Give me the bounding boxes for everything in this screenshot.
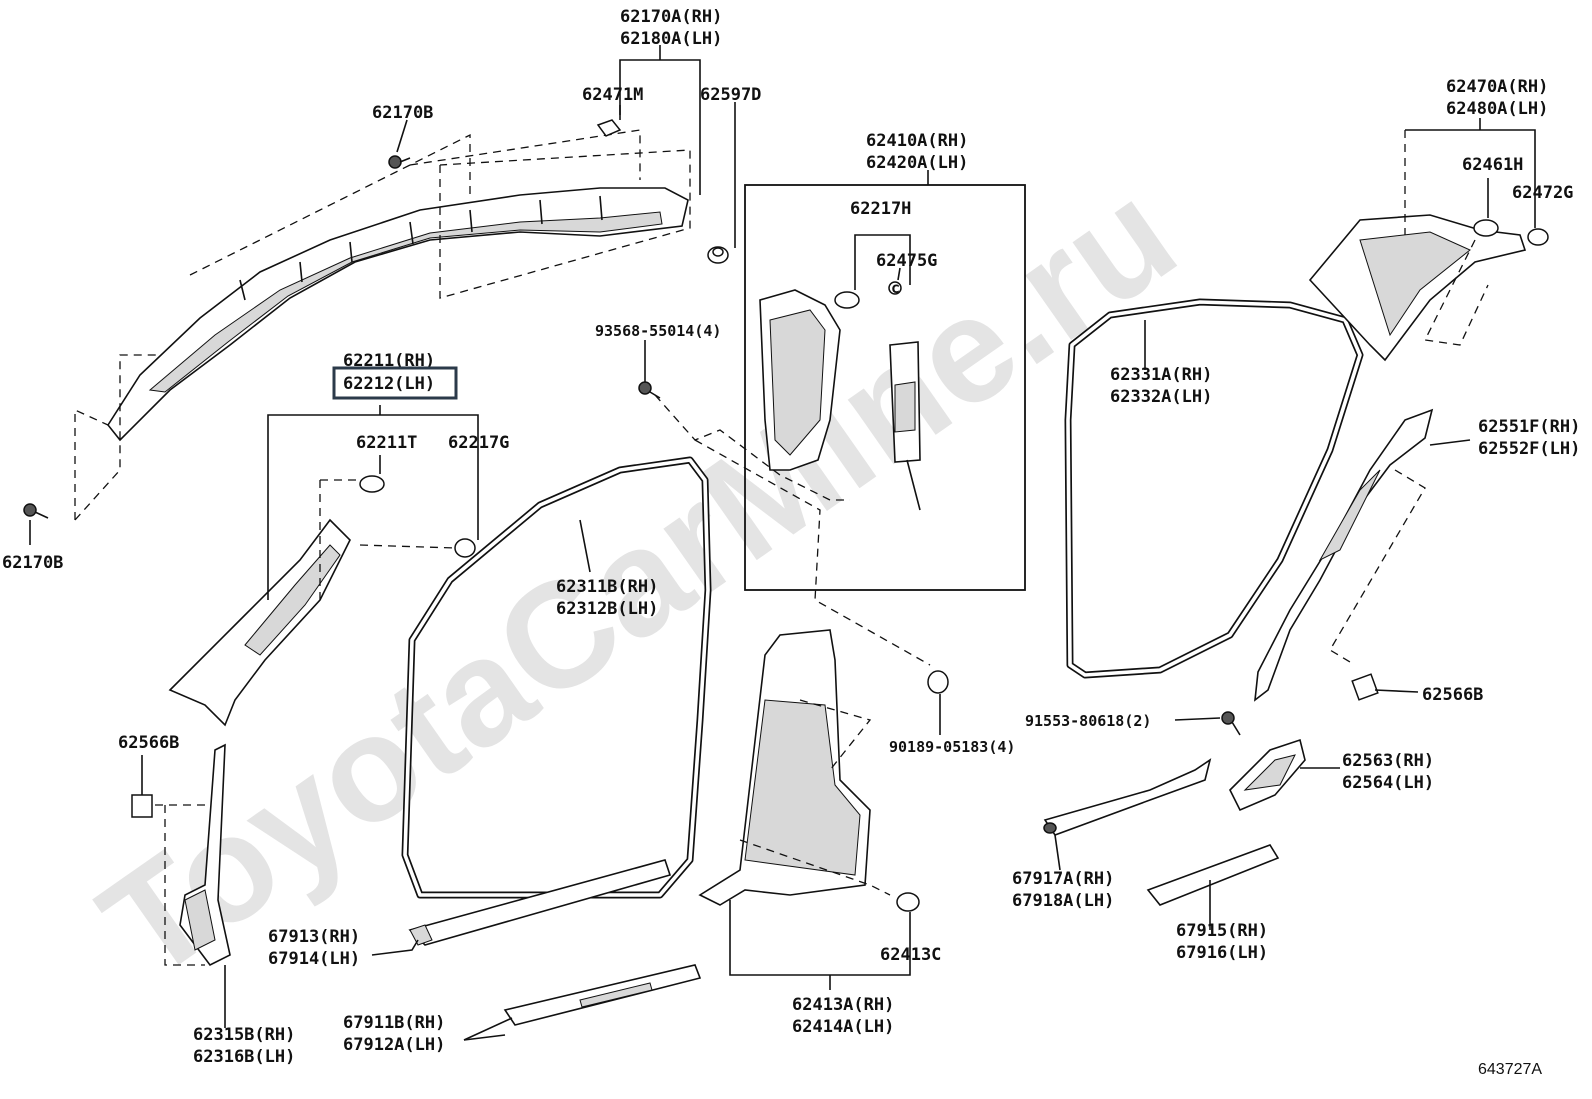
svg-text:c: c xyxy=(891,279,900,297)
label-67913-rh: 67913(RH) xyxy=(268,927,360,947)
front-pillar-garnish[interactable] xyxy=(168,518,351,727)
clip-62566B-left[interactable] xyxy=(131,794,153,818)
label-67915-lh: 67916(LH) xyxy=(1176,943,1268,963)
center-pillar-lower-dashed-guides xyxy=(739,699,891,896)
label-62413A-rh: 62413A(RH) xyxy=(792,995,894,1015)
label-62217G: 62217G xyxy=(448,433,509,453)
label-62551F-rh: 62551F(RH) xyxy=(1478,417,1580,437)
clip-62566B-right[interactable] xyxy=(1351,673,1379,701)
labels: 62170A(RH) 62180A(LH) 62471M 62597D 6217… xyxy=(2,7,1580,1078)
label-67915-rh: 67915(RH) xyxy=(1176,921,1268,941)
clip-62461H[interactable] xyxy=(1473,219,1499,237)
label-62566B-right: 62566B xyxy=(1422,685,1483,705)
front-sill-plate[interactable] xyxy=(503,964,702,1026)
center-pillar-dashed-guides xyxy=(654,394,931,666)
label-62331A-rh: 62331A(RH) xyxy=(1110,365,1212,385)
highlight-box-62212 xyxy=(332,366,458,400)
front-door-scuff-plate[interactable] xyxy=(408,859,672,946)
rear-door-scuff-plate[interactable] xyxy=(1043,758,1212,836)
screw-91553[interactable] xyxy=(1221,711,1241,736)
rear-pillar-trim[interactable] xyxy=(1254,408,1434,702)
label-67913-lh: 67914(LH) xyxy=(268,949,360,969)
label-62170A-rh: 62170A(RH) xyxy=(620,7,722,27)
screw-62170B-left[interactable] xyxy=(23,503,49,519)
label-62410A-rh: 62410A(RH) xyxy=(866,131,968,151)
figure-code: 643727A xyxy=(1478,1061,1542,1078)
bracket-62563[interactable] xyxy=(1229,738,1306,812)
label-62470A-lh: 62480A(LH) xyxy=(1446,99,1548,119)
label-62331A-lh: 62332A(LH) xyxy=(1110,387,1212,407)
clip-62475G[interactable]: c xyxy=(888,279,902,297)
label-62470A-rh: 62470A(RH) xyxy=(1446,77,1548,97)
leader-lines xyxy=(29,45,1536,1041)
label-62311B-lh: 62312B(LH) xyxy=(556,599,658,619)
label-62410A-lh: 62420A(LH) xyxy=(866,153,968,173)
label-62472G: 62472G xyxy=(1512,183,1573,203)
clip-62217H[interactable] xyxy=(834,291,860,309)
screw-62170B-top[interactable] xyxy=(388,155,411,169)
roof-side-inner-garnish[interactable] xyxy=(1308,214,1527,362)
cowl-dashed-guides xyxy=(155,804,210,966)
rear-sill-plate[interactable] xyxy=(1146,844,1280,906)
label-93568: 93568-55014(4) xyxy=(595,322,721,340)
label-62170A-lh: 62180A(LH) xyxy=(620,29,722,49)
label-62566B-left: 62566B xyxy=(118,733,179,753)
clip-62472G[interactable] xyxy=(1527,228,1549,246)
label-62212-lh: 62212(LH) xyxy=(343,374,435,394)
label-67917A-lh: 67918A(LH) xyxy=(1012,891,1114,911)
roof-side-rail-garnish[interactable] xyxy=(107,187,689,442)
seat-belt-guide[interactable] xyxy=(889,341,921,463)
label-62170B-left: 62170B xyxy=(2,553,63,573)
label-62315B-lh: 62316B(LH) xyxy=(193,1047,295,1067)
label-62413A-lh: 62414A(LH) xyxy=(792,1017,894,1037)
label-62413C: 62413C xyxy=(880,945,941,965)
clip-62217G[interactable] xyxy=(454,538,476,558)
front-door-weatherstrip[interactable] xyxy=(401,456,712,899)
label-62211-rh: 62211(RH) xyxy=(343,351,435,371)
label-62217H: 62217H xyxy=(850,199,911,219)
screw-93568[interactable] xyxy=(638,381,661,399)
rear-pillar-dashed-guides xyxy=(1329,469,1426,666)
clip-62211T[interactable] xyxy=(359,475,385,493)
label-67917A-rh: 67917A(RH) xyxy=(1012,869,1114,889)
front-pillar-dashed-guides xyxy=(319,479,456,600)
clip-90189[interactable] xyxy=(927,670,949,694)
roof-side-inner-dashed-guides xyxy=(1404,130,1489,346)
label-67911B-lh: 67912A(LH) xyxy=(343,1035,445,1055)
center-pillar-upper-frame xyxy=(744,184,1026,591)
roof-rail-dashed-guides xyxy=(74,129,691,521)
label-62311B-rh: 62311B(RH) xyxy=(556,577,658,597)
label-62211T: 62211T xyxy=(356,433,417,453)
clip-62597D[interactable] xyxy=(707,246,729,264)
label-67911B-rh: 67911B(RH) xyxy=(343,1013,445,1033)
center-pillar-lower-garnish[interactable] xyxy=(698,629,871,906)
label-62597D: 62597D xyxy=(700,85,761,105)
label-91553: 91553-80618(2) xyxy=(1025,712,1151,730)
clip-62413C[interactable] xyxy=(896,892,920,912)
label-90189: 90189-05183(4) xyxy=(889,738,1015,756)
label-62563-lh: 62564(LH) xyxy=(1342,773,1434,793)
label-62170B-top: 62170B xyxy=(372,103,433,123)
label-62475G: 62475G xyxy=(876,251,937,271)
label-62315B-rh: 62315B(RH) xyxy=(193,1025,295,1045)
center-pillar-upper-garnish[interactable] xyxy=(759,289,841,471)
rear-door-weatherstrip[interactable] xyxy=(1064,298,1364,679)
clip-62471M[interactable] xyxy=(596,119,622,137)
label-62551F-lh: 62552F(LH) xyxy=(1478,439,1580,459)
label-62563-rh: 62563(RH) xyxy=(1342,751,1434,771)
label-62461H: 62461H xyxy=(1462,155,1523,175)
label-62471M: 62471M xyxy=(582,85,643,105)
cowl-side-trim[interactable] xyxy=(179,743,231,967)
